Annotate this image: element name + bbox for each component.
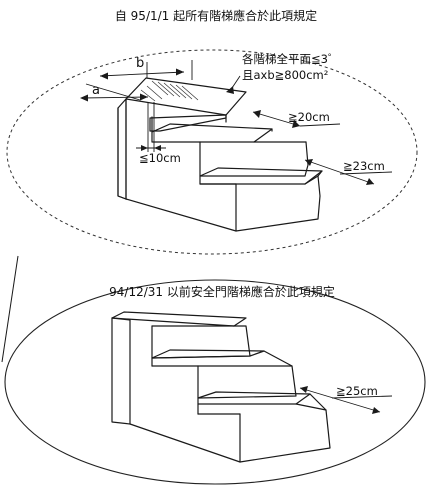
bottom-stair	[111, 311, 331, 463]
label-b: b	[136, 56, 144, 71]
dimension-height: ≧23cm	[304, 159, 393, 185]
label-height: ≧23cm	[343, 159, 385, 173]
top-stair-base	[125, 198, 237, 232]
bottom-stair-tread-1	[151, 349, 265, 359]
top-stair-riser-2	[199, 141, 309, 177]
landing-hatching	[140, 80, 199, 102]
top-stair-tread-2	[199, 167, 323, 185]
dimension-step: ≧25cm	[299, 384, 393, 414]
top-title: 自 95/1/1 起所有階梯應合於此項規定	[115, 8, 317, 23]
bottom-stair-riser-3	[239, 393, 331, 463]
dimension-tread: ≧20cm	[252, 110, 341, 128]
label-gap: ≦10cm	[139, 151, 181, 165]
label-tread: ≧20cm	[288, 110, 330, 124]
bottom-ellipse	[4, 279, 426, 485]
bottom-stair-riser-2	[197, 350, 297, 399]
bottom-stair-landing	[111, 311, 247, 327]
bottom-stair-tread-2	[197, 391, 311, 405]
dimension-a: a	[80, 83, 149, 102]
note-plane-line1: 各階梯全平面≦3゜	[242, 52, 339, 66]
label-step: ≧25cm	[336, 384, 378, 398]
dimension-gap: ≦10cm	[136, 102, 181, 165]
bottom-stair-base	[129, 423, 241, 463]
side-divider-line	[1, 255, 19, 363]
top-section: 自 95/1/1 起所有階梯應合於此項規定	[6, 8, 418, 255]
top-stair-tread-1	[151, 123, 273, 143]
bottom-title: 94/12/31 以前安全門階梯應合於此項規定	[109, 284, 335, 299]
bottom-section: 94/12/31 以前安全門階梯應合於此項規定	[4, 279, 426, 485]
note-plane: 各階梯全平面≦3゜ 且axb≧800cm²	[226, 52, 339, 94]
note-plane-line2: 且axb≧800cm²	[242, 68, 328, 82]
top-stair-riser-3	[235, 175, 321, 232]
top-dashed-ellipse	[6, 49, 418, 255]
top-stair-left-face	[117, 98, 127, 200]
top-stair-landing	[125, 77, 247, 116]
bottom-stair-left-face	[111, 317, 131, 425]
label-a: a	[92, 83, 100, 98]
bottom-stair-riser-1	[151, 325, 251, 359]
top-stair-riser-1	[149, 114, 227, 132]
dimension-b: b	[99, 56, 193, 80]
top-stair	[117, 77, 323, 232]
